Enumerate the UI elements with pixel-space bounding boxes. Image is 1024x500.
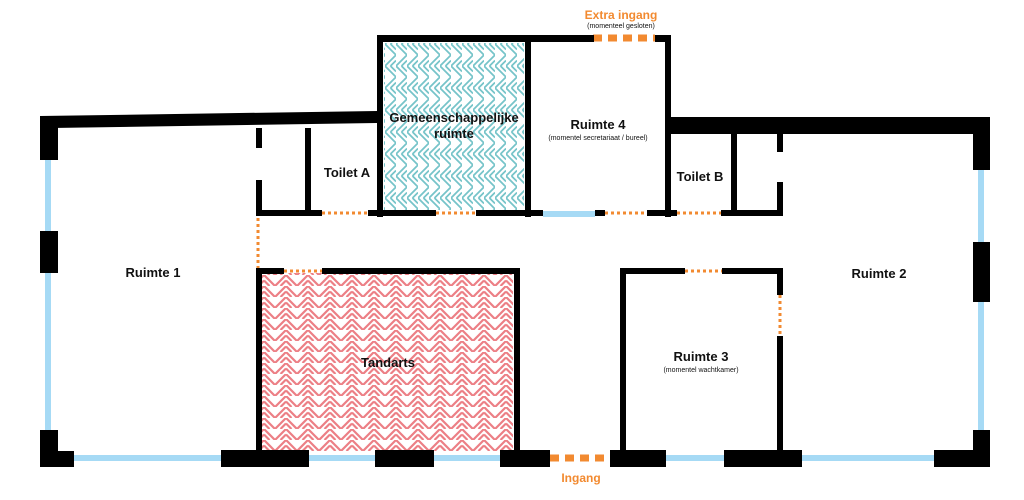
label-toilet-a: Toilet A xyxy=(324,165,371,180)
wall-bottom-seg-5 xyxy=(724,450,802,467)
windows xyxy=(45,160,984,461)
wall-ruimte3-top-b xyxy=(722,268,783,274)
window-right-lower xyxy=(978,302,984,430)
wall-closet-left-upper xyxy=(256,128,262,148)
label-extra-ingang: Extra ingang xyxy=(585,8,658,22)
wall-corridor-north-2 xyxy=(368,210,436,216)
wall-bottom-left-corner xyxy=(40,451,74,467)
tandarts-hatch xyxy=(262,273,513,451)
wall-corridor-north-4 xyxy=(595,210,605,216)
wall-bottom-seg-1 xyxy=(221,450,309,467)
wall-closet-right-upper xyxy=(777,134,783,152)
pillar-left-middle xyxy=(40,231,58,273)
window-ruimte4 xyxy=(543,211,595,217)
window-left-upper xyxy=(45,160,51,232)
wall-corner-top-left xyxy=(40,116,58,160)
wall-common-right xyxy=(525,35,531,217)
window-bottom-4 xyxy=(665,455,725,461)
wall-top-right xyxy=(670,117,990,134)
wall-corridor-north-6 xyxy=(721,210,783,216)
sublabel-ruimte-4: (momentel secretariaat / bureel) xyxy=(548,135,647,142)
wall-tandarts-right xyxy=(514,268,520,452)
wall-common-left xyxy=(377,35,383,217)
label-ingang: Ingang xyxy=(561,471,600,485)
wall-corridor-north-3 xyxy=(476,210,543,216)
sublabel-ruimte-3: (momentel wachtkamer) xyxy=(663,367,738,374)
wall-ruimte3-top-a xyxy=(620,268,685,274)
wall-closet-left-lower xyxy=(256,180,262,216)
wall-bottom-seg-4 xyxy=(610,450,666,467)
window-left-lower xyxy=(45,272,51,430)
wall-corridor-north-5 xyxy=(647,210,677,216)
wall-corner-top-right xyxy=(973,117,990,170)
walls xyxy=(40,35,990,467)
label-ruimte-1: Ruimte 1 xyxy=(126,265,181,280)
window-right-upper xyxy=(978,170,984,242)
wall-closet-right-lower xyxy=(777,182,783,216)
window-bottom-3 xyxy=(433,455,501,461)
wall-tandarts-left xyxy=(256,268,262,452)
wall-bottom-seg-2 xyxy=(375,450,434,467)
label-ruimte-4: Ruimte 4 xyxy=(571,117,627,132)
pillar-right-middle xyxy=(973,242,990,302)
wall-ruimte4-right xyxy=(665,35,671,217)
wall-top-left xyxy=(40,111,377,128)
wall-ruimte3-left xyxy=(620,268,626,452)
doors xyxy=(256,34,782,462)
label-common-room-line1: Gemeenschappelijke xyxy=(389,110,518,125)
label-ruimte-3: Ruimte 3 xyxy=(674,349,729,364)
wall-ruimte3-right-upper xyxy=(777,268,783,295)
wall-toilet-b-right xyxy=(731,134,737,216)
wall-corridor-north-1 xyxy=(256,210,322,216)
sublabel-extra-ingang: (momenteel gesloten) xyxy=(587,23,655,30)
label-common-room-line2: ruimte xyxy=(434,126,474,141)
label-tandarts: Tandarts xyxy=(361,355,415,370)
wall-ruimte3-right-lower xyxy=(777,336,783,452)
label-ruimte-2: Ruimte 2 xyxy=(852,266,907,281)
wall-toilet-a-left xyxy=(305,128,311,216)
window-bottom-1 xyxy=(72,455,222,461)
label-toilet-b: Toilet B xyxy=(677,169,724,184)
wall-bottom-seg-3 xyxy=(500,450,550,467)
window-bottom-2 xyxy=(308,455,376,461)
wall-tandarts-top-b xyxy=(322,268,520,274)
wall-central-top-b xyxy=(655,35,671,42)
window-bottom-5 xyxy=(802,455,935,461)
pillar-right-bottom xyxy=(973,430,990,467)
wall-central-top-a xyxy=(377,35,594,42)
common-room-hatch xyxy=(384,43,524,210)
wall-tandarts-top-a xyxy=(256,268,284,274)
